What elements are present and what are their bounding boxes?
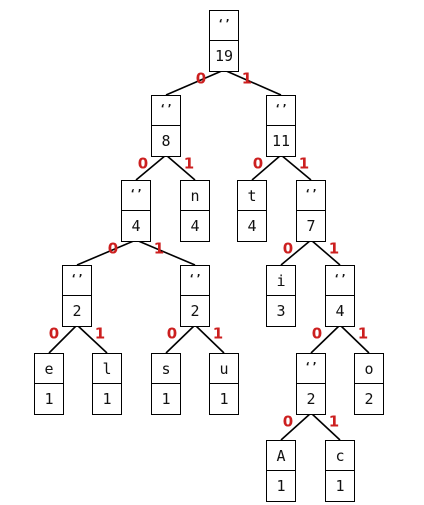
node-count: 4	[131, 217, 141, 235]
edge-n11-leaf-t	[251, 154, 282, 181]
node-symbol: ‘’	[152, 96, 180, 126]
edge-n2c-leaf-c	[310, 412, 341, 441]
node-symbol: n	[181, 181, 209, 211]
node-symbol: o	[355, 354, 383, 384]
edge-bit-label: 0	[282, 239, 294, 258]
node-count: 1	[102, 390, 112, 408]
edge-bit-label: 1	[328, 412, 340, 431]
edge-bit-label: 0	[107, 239, 119, 258]
node-symbol: ‘’	[297, 181, 325, 211]
edge-n2b-leaf-s	[165, 324, 196, 354]
edge-bit-label: 1	[241, 69, 253, 88]
node-count: 3	[276, 302, 286, 320]
internal-node-n4b: ‘’ 4	[325, 265, 355, 327]
edge-bit-label: 0	[195, 69, 207, 88]
node-symbol: ‘’	[267, 96, 295, 126]
edge-n2a-leaf-e	[48, 324, 78, 354]
node-count: 4	[335, 302, 345, 320]
node-symbol: ‘’	[63, 266, 91, 296]
edge-bit-label: 1	[183, 154, 195, 173]
node-count: 8	[161, 132, 171, 150]
edge-bit-label: 1	[328, 239, 340, 258]
edge-bit-label: 1	[153, 239, 165, 258]
internal-node-n4a: ‘’ 4	[121, 180, 151, 242]
node-symbol: u	[210, 354, 238, 384]
node-symbol: ‘’	[326, 266, 354, 296]
node-count: 1	[276, 477, 286, 495]
internal-node-n11: ‘’ 11	[266, 95, 296, 157]
edge-root-n11	[223, 69, 282, 96]
edge-bit-label: 1	[357, 324, 369, 343]
node-count: 2	[190, 302, 200, 320]
edge-bit-label: 0	[252, 154, 264, 173]
edge-n7-n4b	[310, 239, 341, 266]
edge-root-n8	[165, 69, 225, 96]
node-count: 1	[161, 390, 171, 408]
internal-node-n7: ‘’ 7	[296, 180, 326, 242]
node-symbol: e	[35, 354, 63, 384]
node-count: 1	[44, 390, 54, 408]
edge-n2c-leaf-A	[280, 412, 312, 441]
internal-node-n8: ‘’ 8	[151, 95, 181, 157]
edge-bit-label: 0	[282, 412, 294, 431]
node-symbol: t	[238, 181, 266, 211]
edge-n8-leaf-n	[165, 154, 196, 181]
node-symbol: i	[267, 266, 295, 296]
node-symbol: l	[93, 354, 121, 384]
edge-n4a-n2b	[135, 239, 196, 266]
node-count: 2	[364, 390, 374, 408]
node-count: 11	[271, 132, 291, 150]
edge-n2b-leaf-u	[194, 324, 225, 354]
node-symbol: ‘’	[181, 266, 209, 296]
node-count: 1	[335, 477, 345, 495]
internal-node-root: ‘’ 19	[209, 10, 239, 72]
node-symbol: ‘’	[297, 354, 325, 384]
edge-bit-label: 0	[137, 154, 149, 173]
edge-bit-label: 0	[48, 324, 60, 343]
internal-node-n2c: ‘’ 2	[296, 353, 326, 415]
edge-n4b-n2c	[310, 324, 341, 354]
edge-bit-label: 1	[212, 324, 224, 343]
edge-n11-n7	[280, 154, 312, 181]
edge-n4a-n2a	[76, 239, 137, 266]
edge-bit-label: 0	[166, 324, 178, 343]
node-count: 7	[306, 217, 316, 235]
node-symbol: ‘’	[122, 181, 150, 211]
edge-bit-label: 1	[298, 154, 310, 173]
node-count: 4	[190, 217, 200, 235]
edge-n7-leaf-i	[280, 239, 312, 266]
node-count: 4	[247, 217, 257, 235]
node-symbol: s	[152, 354, 180, 384]
node-count: 2	[306, 390, 316, 408]
internal-node-n2b: ‘’ 2	[180, 265, 210, 327]
node-count: 2	[72, 302, 82, 320]
node-symbol: ‘’	[210, 11, 238, 41]
node-symbol: A	[267, 441, 295, 471]
edge-n4b-leaf-o	[339, 324, 370, 354]
node-count: 19	[214, 47, 234, 65]
edge-bit-label: 1	[94, 324, 106, 343]
node-symbol: c	[326, 441, 354, 471]
internal-node-n2a: ‘’ 2	[62, 265, 92, 327]
edge-bit-label: 0	[311, 324, 323, 343]
node-count: 1	[219, 390, 229, 408]
edge-n8-n4a	[135, 154, 167, 181]
edge-n2a-leaf-l	[76, 324, 108, 354]
